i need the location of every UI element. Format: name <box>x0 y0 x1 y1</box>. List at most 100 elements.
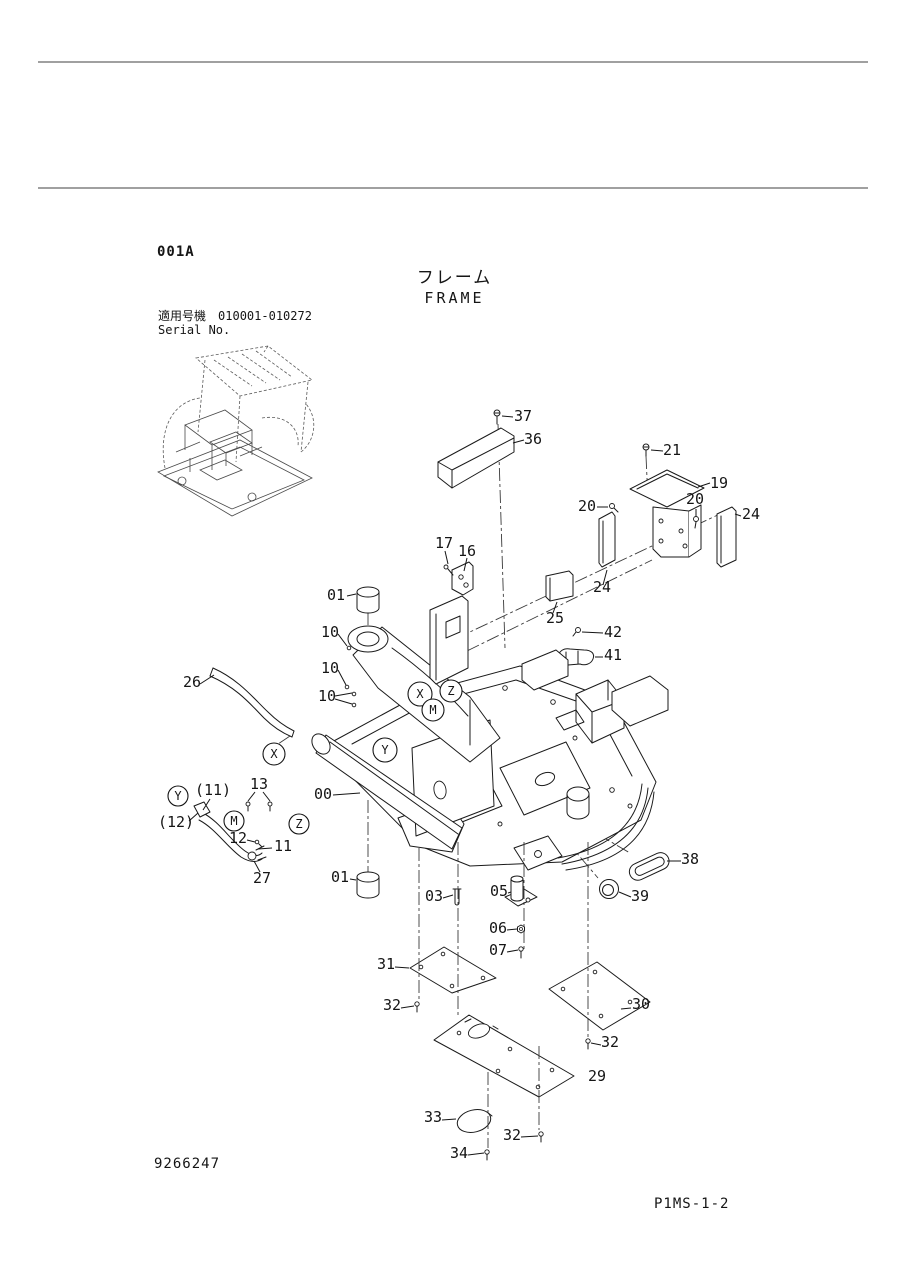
projection-axes-front <box>418 842 589 1148</box>
part-30-cover-plate <box>548 961 651 1031</box>
callout-19: 19 <box>710 474 728 492</box>
svg-text:M: M <box>429 703 436 717</box>
part-01-bushing-top <box>356 586 380 614</box>
callout-17: 17 <box>435 534 453 552</box>
callout-12: 12 <box>229 829 247 847</box>
part-26-hose <box>209 667 295 738</box>
part-16-bracket <box>451 561 474 596</box>
svg-text:Y: Y <box>174 789 182 803</box>
callout-10: 10 <box>321 623 339 641</box>
machine-thumbnail <box>157 345 315 517</box>
part-03-pin <box>452 888 462 906</box>
part-32-screw-bottom <box>538 1131 544 1143</box>
callout-16: 16 <box>458 542 476 560</box>
page-title-japanese: フレーム <box>416 268 493 288</box>
callout-37: 37 <box>514 407 532 425</box>
callout-30: 30 <box>632 995 650 1013</box>
callout-00: 00 <box>314 785 332 803</box>
callout-06: 06 <box>489 919 507 937</box>
callout-32: 32 <box>503 1126 521 1144</box>
callout-03: 03 <box>425 887 443 905</box>
part-24-plate-right <box>716 506 737 568</box>
svg-text:Y: Y <box>381 743 389 757</box>
ref-letter-z: Z <box>439 679 463 703</box>
header-rule-bottom <box>38 187 868 189</box>
serial-range-line: 適用号機 010001-010272 <box>158 309 312 323</box>
svg-text:Z: Z <box>447 684 454 698</box>
callout-29: 29 <box>588 1067 606 1085</box>
callout-21: 21 <box>663 441 681 459</box>
callout-31: 31 <box>377 955 395 973</box>
part-32-screw-right <box>585 1038 591 1050</box>
part-17-screw <box>443 564 454 576</box>
callout-12: (12) <box>158 813 194 831</box>
header-rule-top <box>38 61 868 63</box>
callout-13: 13 <box>250 775 268 793</box>
part-06-nut <box>517 924 525 934</box>
part-07-bolt <box>518 946 524 959</box>
part-42-screw <box>572 627 581 637</box>
part-19-bracket-assembly <box>629 469 705 558</box>
ref-letter-m: M <box>421 698 445 722</box>
doc-number: 9266247 <box>154 1156 221 1172</box>
callout-07: 07 <box>489 941 507 959</box>
callout-41: 41 <box>604 646 622 664</box>
svg-text:X: X <box>416 687 424 701</box>
svg-text:M: M <box>230 814 237 828</box>
callout-38: 38 <box>681 850 699 868</box>
section-code: 001A <box>157 244 195 260</box>
callout-01: 01 <box>327 586 345 604</box>
callout-42: 42 <box>604 623 622 641</box>
serial-range: 010001-010272 <box>218 309 312 323</box>
ref-letter-y: Y <box>167 785 189 807</box>
callout-27: 27 <box>253 869 271 887</box>
callout-32: 32 <box>383 996 401 1014</box>
part-38-grommet <box>628 852 670 881</box>
part-33-cover <box>456 1109 493 1133</box>
ref-letter-m: M <box>223 810 245 832</box>
callout-10: 10 <box>318 687 336 705</box>
part-29-bottom-plate <box>433 1014 575 1098</box>
part-20-screw-right <box>693 516 699 529</box>
main-frame <box>311 595 669 871</box>
part-21-screw <box>642 443 650 457</box>
page-ref: P1MS-1-2 <box>654 1196 730 1212</box>
svg-text:Z: Z <box>295 817 302 831</box>
callout-24: 24 <box>742 505 760 523</box>
callout-11: 11 <box>274 837 292 855</box>
part-37-screw <box>493 409 501 425</box>
ref-letter-x: X <box>407 681 433 707</box>
callout-leaders <box>188 415 742 1156</box>
callout-34: 34 <box>450 1144 468 1162</box>
part-24-plate-mid <box>598 511 616 568</box>
ref-letter-y: Y <box>372 737 398 763</box>
callout-39: 39 <box>631 887 649 905</box>
part-32-screw-left <box>414 1001 420 1013</box>
callout-36: 36 <box>524 430 542 448</box>
callout-05: 05 <box>490 882 508 900</box>
part-39-grommet <box>599 879 619 899</box>
part-05-pin-assembly <box>504 875 538 907</box>
callout-01: 01 <box>331 868 349 886</box>
callout-10: 10 <box>321 659 339 677</box>
serial-number-block: 適用号機 010001-010272 Serial No. <box>158 309 312 337</box>
svg-text:X: X <box>270 747 278 761</box>
serial-label-en: Serial No. <box>158 323 231 337</box>
serial-label-ja: 適用号機 <box>158 309 207 323</box>
callout-24: 24 <box>593 578 611 596</box>
part-34-screw <box>484 1149 490 1161</box>
part-31-cover-plate <box>409 946 497 994</box>
part-36-cover-plate <box>437 427 515 489</box>
callout-33: 33 <box>424 1108 442 1126</box>
part-01-bushing-bottom <box>356 871 380 899</box>
part-25-plate <box>545 570 574 602</box>
part-20-screw-left <box>609 503 619 513</box>
callout-11: (11) <box>195 781 231 799</box>
callout-32: 32 <box>601 1033 619 1051</box>
callout-25: 25 <box>546 609 564 627</box>
page-title-english: FRAME <box>424 289 485 307</box>
callout-26: 26 <box>183 673 201 691</box>
